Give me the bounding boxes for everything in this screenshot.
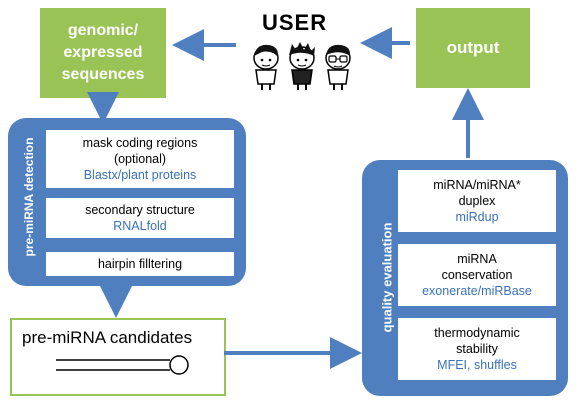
user-figure-icon-3	[325, 44, 351, 90]
step-secondary-tool: RNALfold	[113, 219, 167, 233]
step-conservation-line-2: conservation	[441, 268, 513, 282]
step-thermodynamic: thermodynamic stability MFEI, shuffles	[398, 318, 556, 380]
step-conservation-tool: exonerate/miRBase	[422, 284, 532, 298]
step-duplex: miRNA/miRNA* duplex miRdup	[398, 170, 556, 232]
step-mask-tool: Blastx/plant proteins	[83, 168, 197, 182]
step-hairpin-line-1: hairpin filltering	[97, 257, 183, 271]
step-mask-coding: mask coding regions (optional) Blastx/pl…	[46, 130, 234, 188]
step-duplex-line-1: miRNA/miRNA*	[433, 178, 521, 192]
step-duplex-tool: miRdup	[455, 210, 499, 224]
step-thermo-tool: MFEI, shuffles	[437, 358, 517, 372]
step-secondary-line-1: secondary structure	[85, 203, 195, 217]
step-conservation: miRNA conservation exonerate/miRBase	[398, 244, 556, 306]
candidates-box	[10, 318, 226, 396]
detection-panel-label: pre-miRNA detection	[22, 137, 36, 257]
evaluation-panel-label: quality evaluation	[379, 222, 395, 333]
step-hairpin-filtering: hairpin filltering	[46, 252, 234, 276]
output-label: output	[446, 38, 500, 57]
step-mask-line-2: (optional)	[113, 152, 167, 166]
input-line-2: expressed	[63, 44, 143, 61]
step-thermo-line-1: thermodynamic	[434, 326, 520, 340]
output-box: output	[416, 8, 530, 88]
step-conservation-line-1: miRNA	[457, 252, 497, 266]
input-sequences-box: genomic/ expressed sequences	[40, 8, 166, 98]
user-title: USER	[262, 10, 328, 35]
user-figure-icon-1	[253, 44, 279, 90]
step-duplex-line-2: duplex	[458, 194, 496, 208]
input-line-3: sequences	[61, 66, 145, 83]
user-figure-icon-2	[289, 42, 315, 90]
input-line-1: genomic/	[67, 22, 139, 39]
candidates-label: pre-miRNA candidates	[22, 328, 193, 347]
step-thermo-line-2: stability	[456, 342, 498, 356]
step-secondary-structure: secondary structure RNALfold	[46, 198, 234, 238]
step-mask-line-1: mask coding regions	[82, 136, 198, 150]
